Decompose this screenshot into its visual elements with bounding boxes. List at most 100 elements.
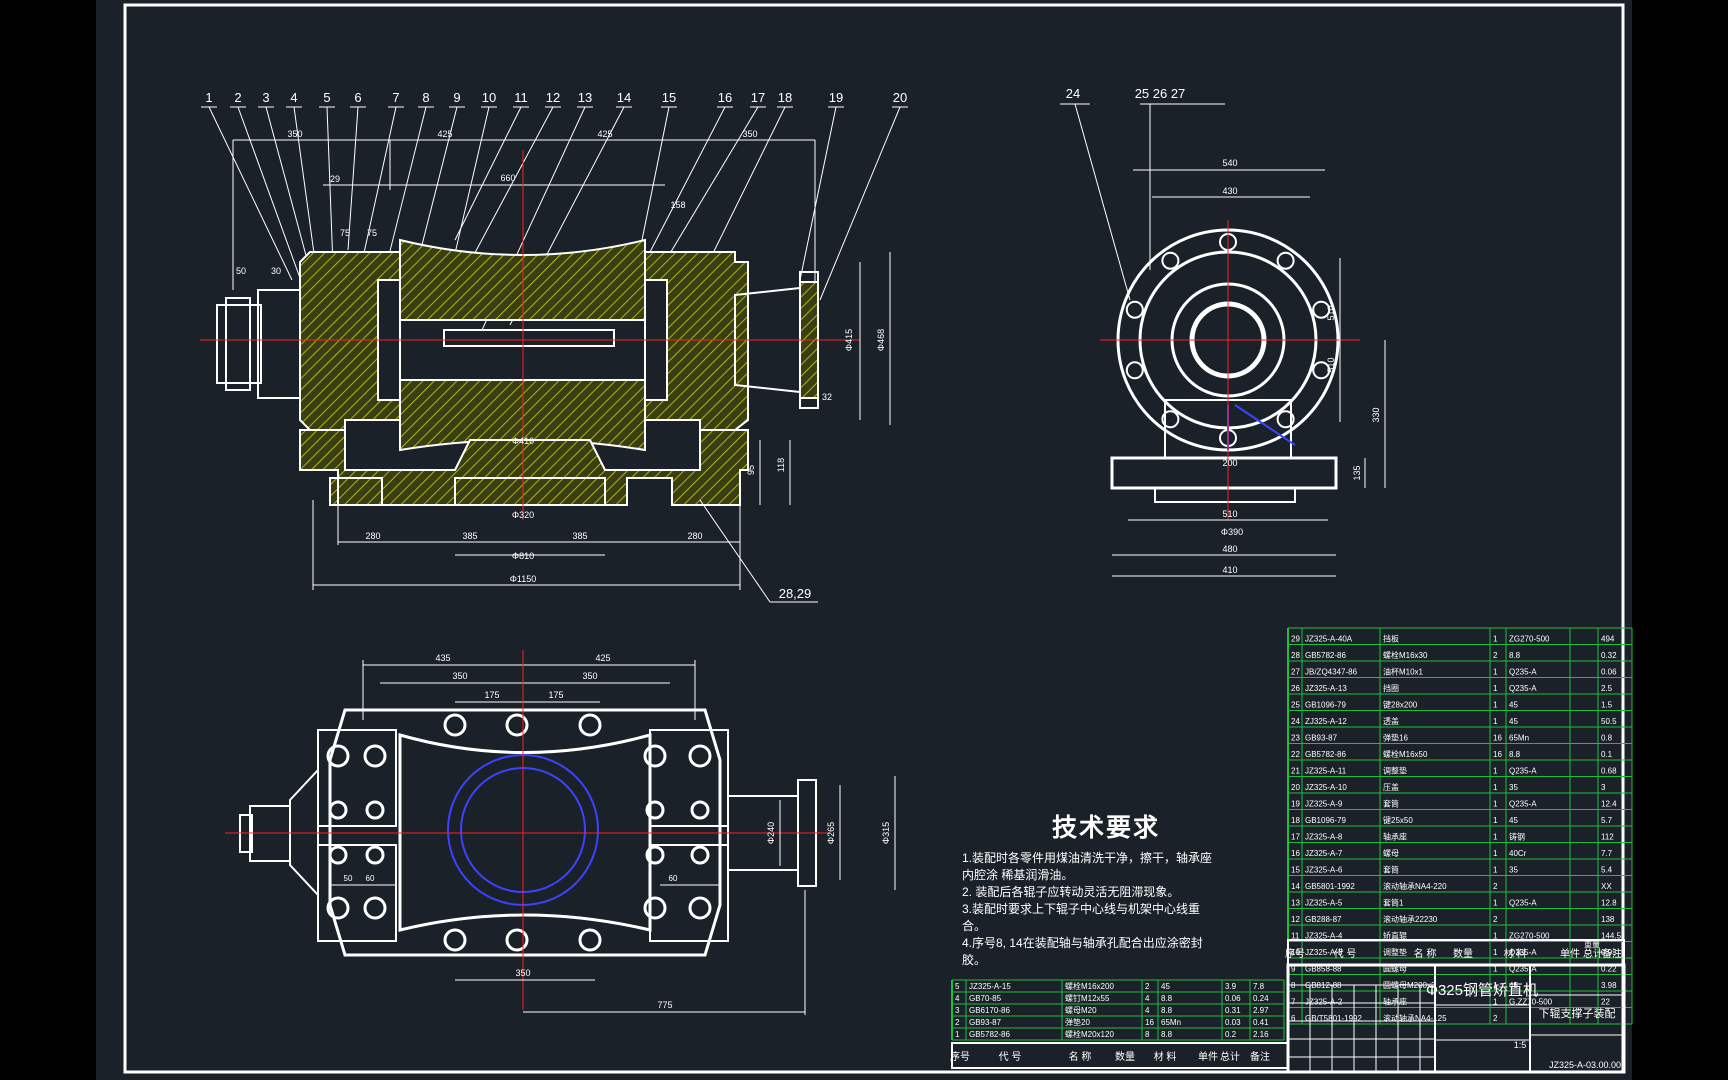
bom-right-cell: 45 (1509, 717, 1518, 726)
balloon-8: 8 (422, 90, 429, 105)
bom-right-cell: 1 (1493, 717, 1498, 726)
bom-right-cell: 1 (1493, 767, 1498, 776)
bom-right-cell: 7 (1291, 998, 1296, 1007)
dim-label: 50 (236, 266, 246, 276)
bom-right-cell: 25 (1291, 701, 1300, 710)
bom-right-cell: 3 (1601, 783, 1606, 792)
bom-right-cell: JZ325-A-8 (1305, 833, 1343, 842)
bom-left-cell: 16 (1145, 1018, 1154, 1027)
bom-header-cell: 序号 (1285, 947, 1305, 960)
bom-right-cell: Q235-A (1509, 668, 1537, 677)
bom-right-cell: 螺母 (1383, 848, 1399, 858)
bom-right-cell: 挡圈 (1383, 683, 1399, 693)
plan-bolt-hole (645, 845, 665, 865)
dim-label: 350 (287, 129, 302, 139)
dim-label: 775 (657, 1000, 672, 1010)
drawing-scale: 1:5 (1514, 1040, 1527, 1050)
bom-right-cell: 滚动轴承NA4-220 (1383, 881, 1447, 891)
bom-right-cell: 21 (1291, 767, 1300, 776)
technical-requirements: 技术要求 1.装配时各零件用煤油清洗干净，擦干，轴承座内腔涂 稀基润滑油。 2.… (962, 808, 1222, 969)
bom-right-cell: 0.1 (1601, 750, 1613, 759)
bom-right-cell: Q235-A (1509, 800, 1537, 809)
balloon-2: 2 (234, 90, 241, 105)
balloon-4: 4 (290, 90, 297, 105)
bom-right-cell: 套筒1 (1383, 898, 1404, 908)
dim-label: 330 (1371, 407, 1381, 422)
bom-header-cell: 代 号 (1334, 948, 1357, 960)
dim-label: 30 (271, 266, 281, 276)
plan-bolt-hole (645, 800, 665, 820)
bom-right-cell: XX (1601, 882, 1612, 891)
base-pocket (454, 477, 606, 506)
drawing-subtitle: 下辊支撑子装配 (1539, 1006, 1616, 1020)
dim-label: Φ410 (512, 436, 534, 446)
blue-edge (1234, 404, 1296, 446)
dim-label: 200 (1222, 458, 1237, 468)
leader-line (659, 106, 759, 271)
bom-left-cell: 8 (1145, 1030, 1150, 1039)
dim-label: 350 (515, 968, 530, 978)
bolt-hole (1276, 251, 1295, 270)
drawing-name: Φ325钢管矫直机 (1426, 982, 1538, 999)
bom-right-cell: 1 (1493, 866, 1498, 875)
bom-header-cell: 数量 (1115, 1050, 1135, 1063)
bom-left-cell: 8.8 (1161, 1006, 1173, 1015)
bom-right-cell: GB858-88 (1305, 965, 1342, 974)
bom-right-cell: JZ325-A-4 (1305, 932, 1343, 941)
bom-left-cell: 2 (955, 1018, 960, 1027)
bolt-hole (1125, 361, 1144, 380)
bom-right-cell: GB5782-86 (1305, 651, 1346, 660)
bom-left-cell: 螺钉M12x55 (1065, 993, 1110, 1003)
leader-line (347, 106, 359, 251)
plan-bolt-hole (365, 800, 385, 820)
bom-right-cell: 圆螺母 (1383, 964, 1407, 974)
bom-right-cell: 16 (1493, 734, 1502, 743)
bom-right-cell: GB/T5801-1992 (1305, 1014, 1362, 1023)
bom-right-cell: 15 (1291, 866, 1300, 875)
leader-line (1074, 103, 1131, 301)
bom-right-cell: JZ325-A-5 (1305, 899, 1343, 908)
plan-bolt-hole (505, 713, 529, 737)
bom-right-cell: 调整垫 (1383, 766, 1407, 776)
bom-right-cell: 1 (1493, 849, 1498, 858)
balloon-10: 10 (482, 90, 496, 105)
bom-right-cell: G.ZZ70-500 (1509, 998, 1553, 1007)
drawing-frame (123, 3, 1625, 1074)
bom-right-cell: 28 (1291, 651, 1300, 660)
bom-right-cell: 9 (1291, 965, 1296, 974)
dim-label: 510 (1222, 509, 1237, 519)
bom-right-cell: 1 (1493, 635, 1498, 644)
dim-label: 95 (746, 465, 756, 475)
title-block (1286, 963, 1626, 1074)
plan-bolt-hole (643, 896, 667, 920)
bom-right-cell: 5.4 (1601, 866, 1613, 875)
bom-right-cell: 滚动轴承22230 (1383, 914, 1438, 924)
bom-left-cell: 65Mn (1161, 1018, 1181, 1027)
bom-right-cell: GB1096-79 (1305, 701, 1346, 710)
bom-left-cell: 3 (955, 1006, 960, 1015)
bolt-hole (1312, 300, 1331, 319)
bom-right-cell: 0.06 (1601, 668, 1617, 677)
bom-right-cell: GB5801-1992 (1305, 882, 1355, 891)
bom-right-cell: 1 (1493, 998, 1498, 1007)
bom-right-cell: JZ325-A-7 (1305, 849, 1343, 858)
dim-label: 430 (1222, 186, 1237, 196)
side-foot (1154, 487, 1296, 503)
drawing-geometry (200, 103, 1633, 1074)
plan-bolt-hole (578, 713, 602, 737)
dim-label: 350 (452, 671, 467, 681)
bom-right-cell: Q235-A (1509, 948, 1537, 957)
drawing-code: JZ325-A-03.00.00 (1549, 1060, 1621, 1070)
bom-right-cell: 矫直辊 (1383, 931, 1407, 941)
bom-left-cell: 4 (1145, 1006, 1150, 1015)
bom-right-cell: 19 (1291, 800, 1300, 809)
balloon-14: 14 (617, 90, 631, 105)
dim-label: Φ1150 (510, 574, 537, 584)
leader-line (237, 106, 301, 279)
bom-header-cell: 备注 (1602, 947, 1622, 960)
dim-label: 350 (742, 129, 757, 139)
balloon-13: 13 (578, 90, 592, 105)
bom-right-cell: 8.8 (1509, 750, 1521, 759)
bom-left-cell: 2.16 (1253, 1030, 1269, 1039)
